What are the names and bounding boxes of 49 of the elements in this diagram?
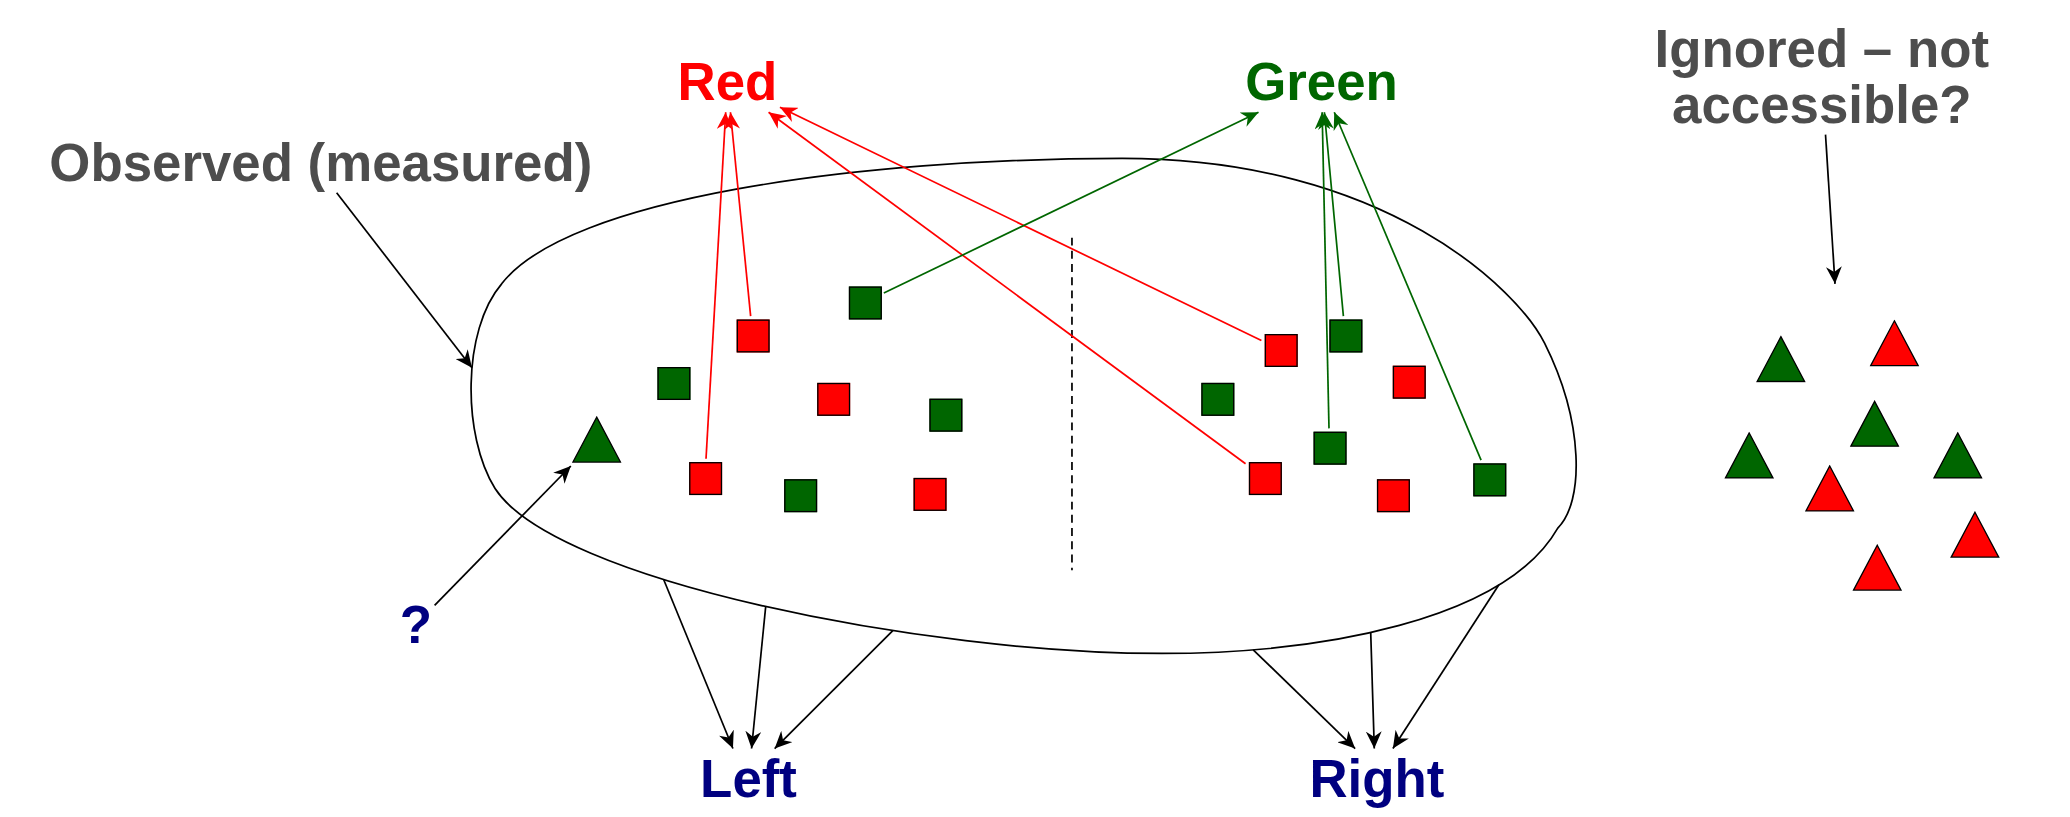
triangle-marker <box>1849 400 1900 448</box>
triangle-marker <box>1949 510 2001 559</box>
arrow <box>705 111 733 460</box>
square-marker <box>816 382 850 416</box>
arrow <box>745 605 767 750</box>
square-marker <box>1264 333 1298 367</box>
square-marker <box>1472 462 1506 496</box>
note-label: Ignored – not accessible? <box>1630 21 2014 132</box>
arrow <box>1314 111 1331 430</box>
question-mark: ? <box>399 596 432 653</box>
category-label: Red <box>677 54 778 110</box>
group-label: Left <box>700 751 797 807</box>
arrow <box>883 111 1260 294</box>
square-marker <box>1312 431 1346 465</box>
category-label: Green <box>1245 54 1398 110</box>
triangle-marker <box>1869 319 1920 367</box>
note-label: Observed (measured) <box>49 134 593 191</box>
square-marker <box>912 477 946 511</box>
arrow <box>773 629 894 750</box>
arrow <box>1333 111 1482 461</box>
square-marker <box>656 366 690 400</box>
arrow <box>779 106 1263 342</box>
arrow <box>767 111 1247 465</box>
arrow <box>1392 583 1500 750</box>
triangle-marker <box>1804 464 1855 513</box>
arrow <box>1824 133 1842 285</box>
arrow <box>1318 111 1345 318</box>
arrow <box>335 191 473 369</box>
square-marker <box>783 478 817 512</box>
arrow <box>1365 631 1382 750</box>
square-marker <box>848 285 882 319</box>
triangle-marker <box>1724 431 1775 480</box>
square-marker <box>1200 382 1234 416</box>
square-marker <box>1328 318 1362 352</box>
square-marker <box>736 318 769 352</box>
square-marker <box>1248 461 1282 495</box>
triangle-marker <box>1852 543 1903 592</box>
triangle-marker <box>1932 431 1983 480</box>
arrow <box>433 465 572 607</box>
arrow <box>724 111 752 318</box>
triangle-marker <box>1755 335 1806 383</box>
square-marker <box>928 398 962 432</box>
square-marker <box>1376 478 1410 512</box>
arrow <box>1252 648 1356 750</box>
group-label: Right <box>1309 751 1445 807</box>
square-marker <box>688 461 722 495</box>
square-marker <box>1392 365 1426 399</box>
triangle-marker <box>571 415 622 464</box>
arrow <box>662 578 734 750</box>
